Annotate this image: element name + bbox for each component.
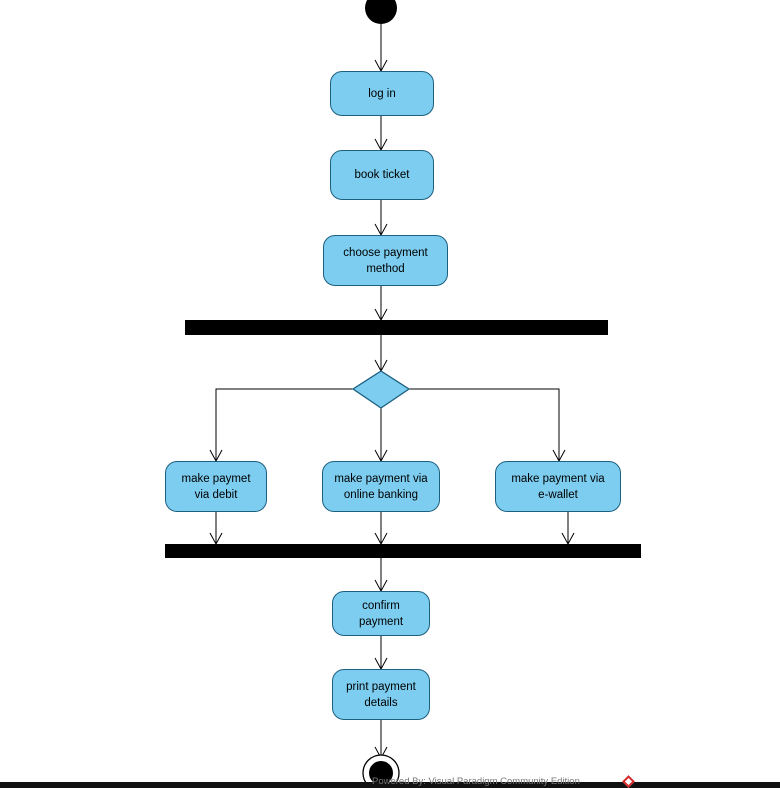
- edge-decision-to-debit: [209, 388, 353, 463]
- fork-bar: [185, 320, 608, 335]
- watermark-text: Powered By: Visual Paradigm Community Ed…: [372, 776, 580, 787]
- action-confirm-payment: confirm payment: [332, 591, 430, 636]
- action-pay-via-debit: make paymet via debit: [165, 461, 267, 512]
- decision-node: [351, 370, 411, 409]
- join-bar: [165, 544, 641, 558]
- action-print-payment-details: print payment details: [332, 669, 430, 720]
- final-node-dot: [369, 761, 393, 785]
- action-choose-payment-method: choose payment method: [323, 235, 448, 286]
- bottom-edge-strip: [0, 782, 780, 788]
- action-book-ticket: book ticket: [330, 150, 434, 200]
- action-pay-e-wallet: make payment via e-wallet: [495, 461, 621, 512]
- initial-node: [365, 0, 397, 24]
- edge-decision-to-ewallet: [409, 388, 566, 463]
- action-pay-online-banking: make payment via online banking: [322, 461, 440, 512]
- action-log-in: log in: [330, 71, 434, 116]
